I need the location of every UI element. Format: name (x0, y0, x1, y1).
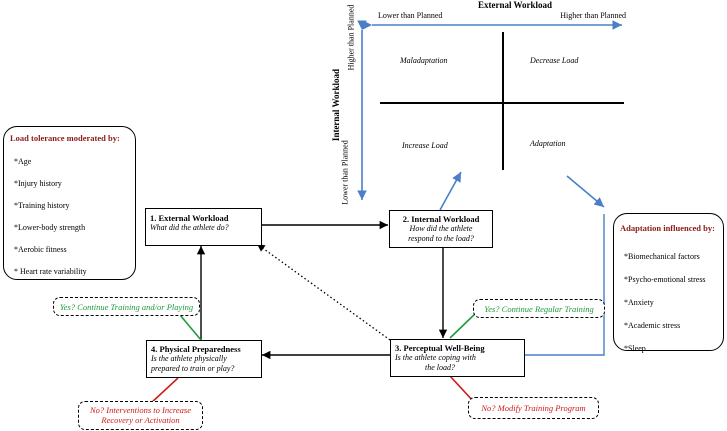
adaptation-to-box3-line (524, 214, 605, 356)
box2-to-quadrant-arrow (439, 171, 462, 211)
adaptation-influence-item: *Biomechanical factors (624, 252, 700, 261)
adaptation-influence-item: *Sleep (624, 344, 646, 353)
step-3-perceptual-well-being: 3. Perceptual Well-Being Is the athlete … (390, 339, 525, 377)
adaptation-influence-item: *Psycho-emotional stress (624, 275, 706, 284)
load-tolerance-title: Load tolerance moderated by: (10, 133, 120, 143)
quadrant-to-adaptation-arrow (566, 175, 605, 208)
step-3-question-line2: the load? (425, 363, 455, 372)
decision-no-interventions-line1: No? Interventions to Increase (90, 405, 191, 415)
adaptation-influences-box: Adaptation influenced by: *Biomechanical… (613, 213, 724, 353)
x-axis-high-label: Higher than Planned (560, 11, 626, 20)
step-2-internal-workload: 2. Internal Workload How did the athlete… (389, 210, 493, 248)
step-4-title: 4. Physical Preparedness (151, 344, 241, 354)
box3-to-box1-dotted-arrow (256, 243, 391, 341)
decision-no-modify-training-text: No? Modify Training Program (481, 403, 586, 413)
box4-no-line (149, 377, 179, 405)
box3-yes-line (449, 311, 478, 339)
y-axis-title-wrap: Internal Workload (296, 69, 376, 141)
load-tolerance-item: * Heart rate variability (14, 267, 87, 276)
decision-no-interventions-line2: Recovery or Activation (101, 415, 180, 425)
step-2-title: 2. Internal Workload (402, 214, 480, 224)
adaptation-influence-item: *Anxiety (624, 298, 654, 307)
step-4-physical-preparedness: 4. Physical Preparedness Is the athlete … (146, 340, 262, 378)
load-tolerance-box: Load tolerance moderated by: *Age *Injur… (3, 126, 136, 280)
decision-no-modify-training: No? Modify Training Program (468, 397, 599, 419)
adaptation-influence-item: *Academic stress (624, 321, 681, 330)
adaptation-influences-title: Adaptation influenced by: (620, 223, 715, 233)
load-tolerance-item: *Injury history (14, 179, 62, 188)
step-1-title: 1. External Workload (150, 213, 229, 223)
quadrant-top-right: Decrease Load (530, 56, 579, 65)
step-3-title: 3. Perceptual Well-Being (395, 343, 485, 353)
step-2-question-line1: How did the athlete (409, 224, 473, 233)
step-2-question-line2: respond to the load? (408, 234, 474, 243)
load-tolerance-item: *Training history (14, 201, 70, 210)
step-1-question: What did the athlete do? (150, 223, 229, 232)
load-tolerance-item: *Age (14, 157, 32, 166)
decision-yes-continue-playing-text: Yes? Continue Training and/or Playing (59, 302, 194, 312)
decision-no-interventions: No? Interventions to Increase Recovery o… (78, 401, 203, 430)
decision-yes-continue-playing: Yes? Continue Training and/or Playing (53, 297, 200, 316)
step-4-question-line2: prepared to train or play? (151, 364, 235, 373)
y-axis-high-label: Higher than Planned (346, 4, 356, 71)
y-axis-title: Internal Workload (331, 68, 341, 142)
decision-yes-regular-training-text: Yes? Continue Regular Training (484, 304, 594, 314)
x-axis-low-label: Lower than Planned (378, 11, 443, 20)
quadrant-bottom-left: Increase Load (402, 141, 448, 150)
quadrant-bottom-right: Adaptation (530, 139, 566, 148)
y-axis-high-label-wrap: Higher than Planned (306, 5, 396, 71)
quadrant-top-left: Maladaptation (400, 56, 448, 65)
quadrant-title: External Workload (477, 0, 553, 10)
box4-yes-line (179, 314, 202, 341)
decision-yes-regular-training: Yes? Continue Regular Training (473, 299, 605, 318)
step-4-question-line1: Is the athlete physically (151, 354, 227, 363)
y-axis-low-label-wrap: Lower than Planned (300, 140, 390, 204)
load-tolerance-item: *Lower-body strength (14, 223, 86, 232)
step-3-question-line1: Is the athlete coping with (395, 353, 476, 362)
y-axis-low-label: Lower than Planned (340, 140, 350, 205)
load-tolerance-item: *Aerobic fitness (14, 245, 67, 254)
step-1-external-workload: 1. External Workload What did the athlet… (145, 208, 262, 246)
